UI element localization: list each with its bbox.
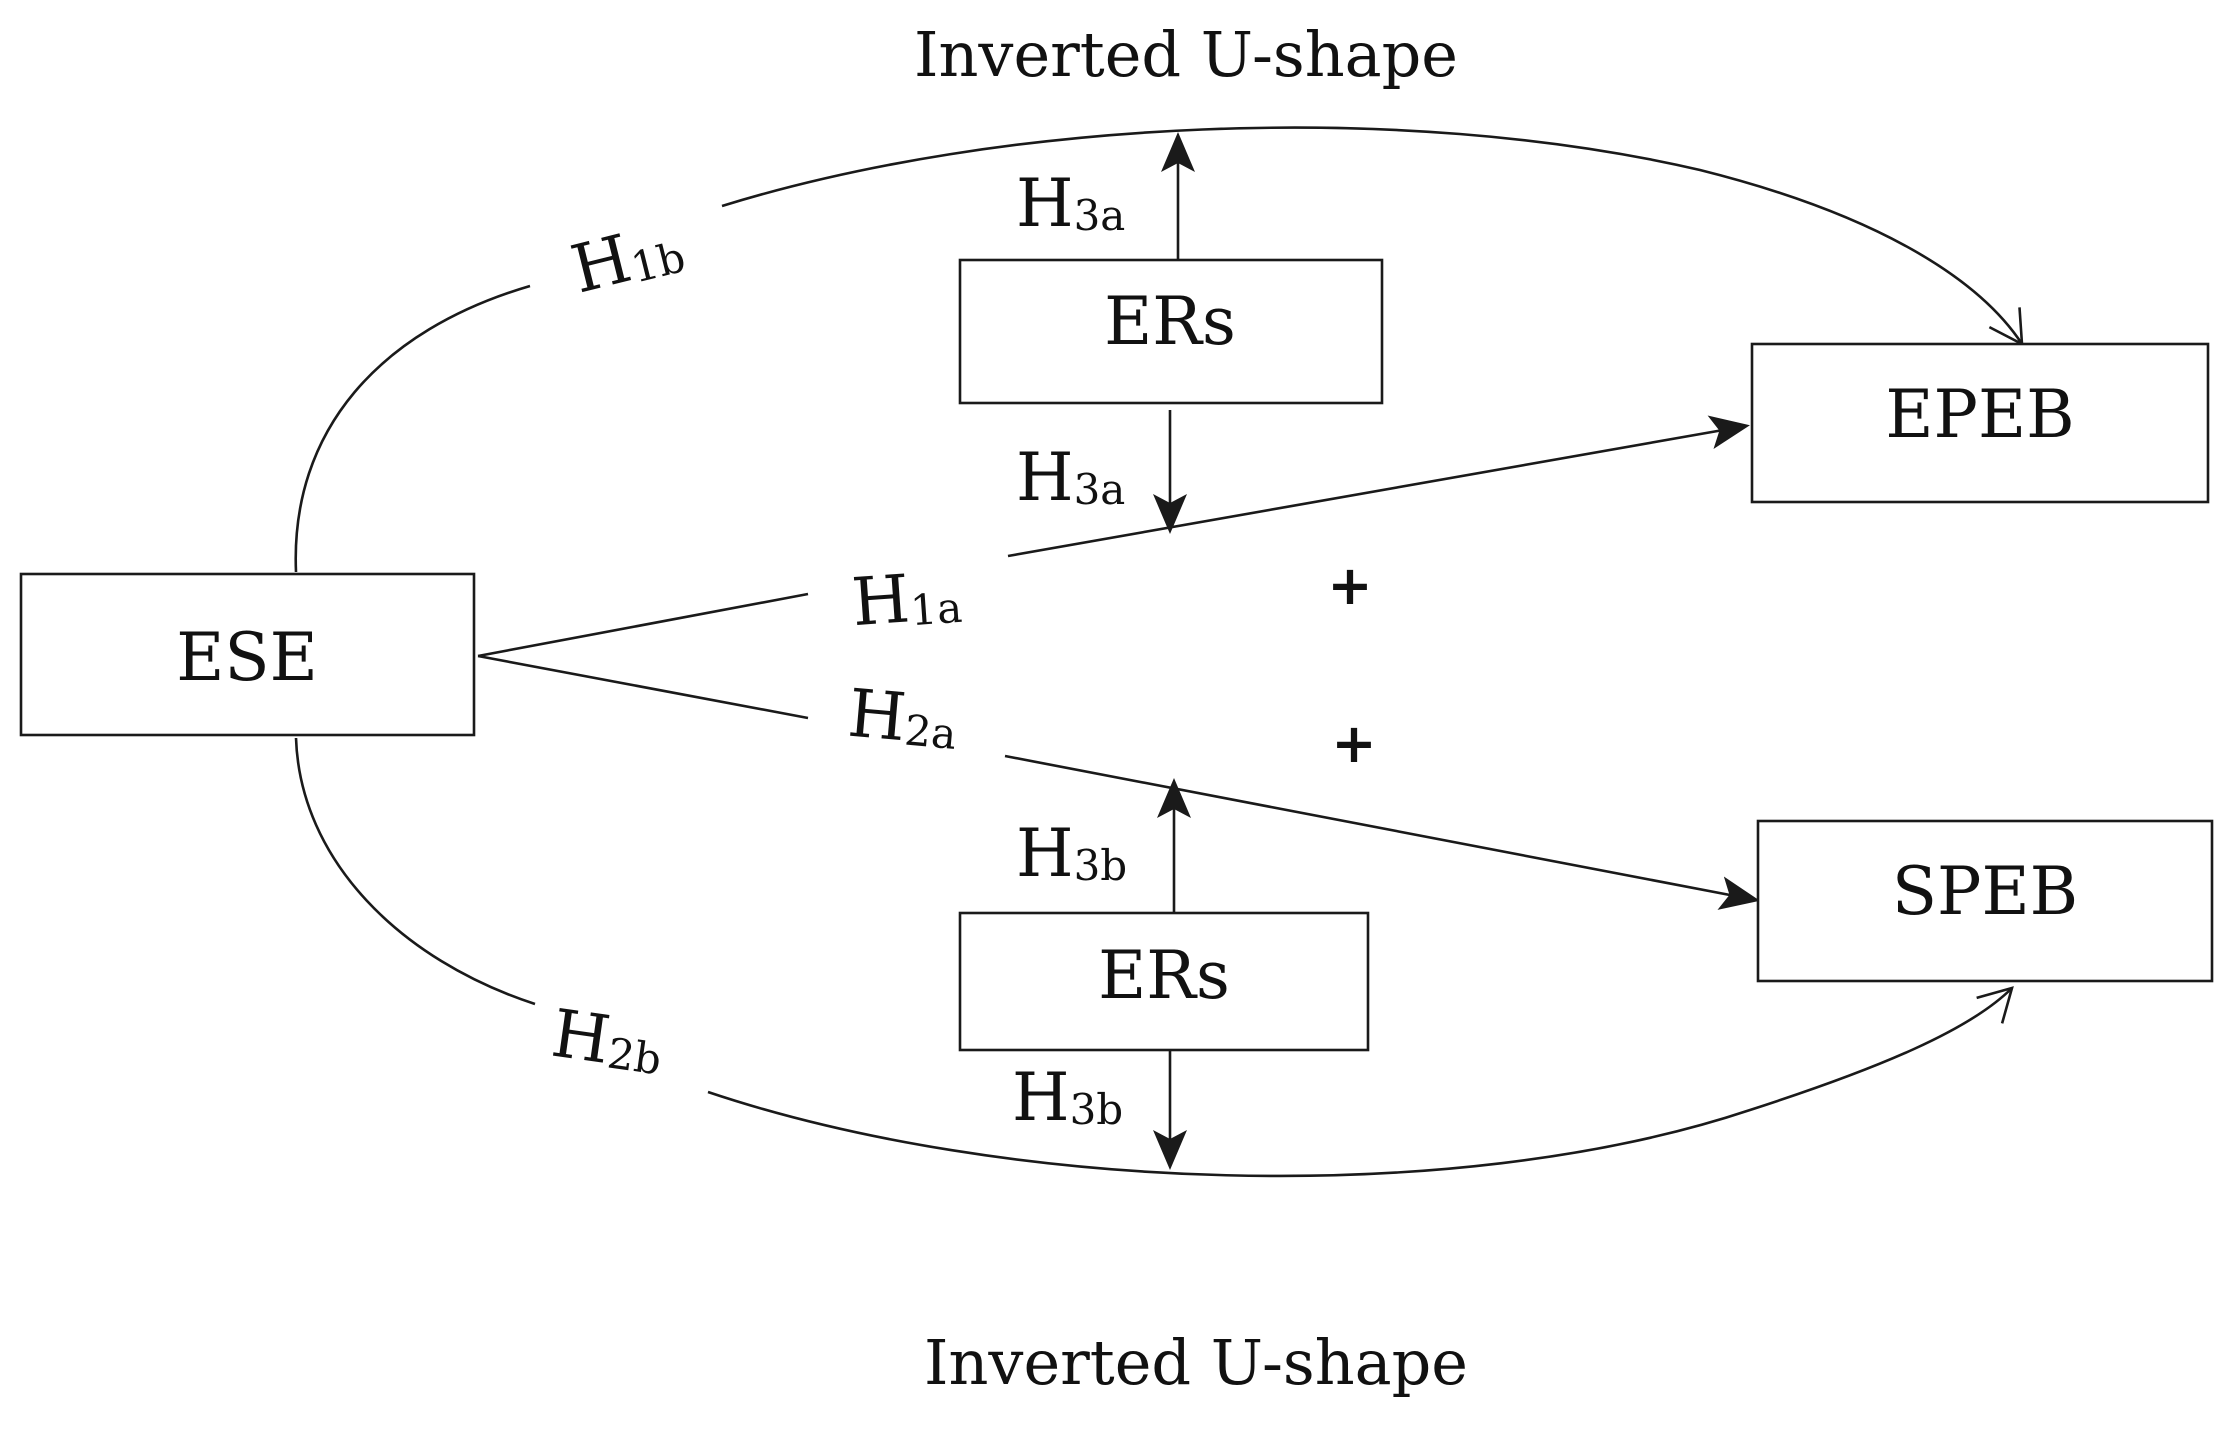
ese-box: ESE — [19, 572, 476, 737]
label-h3b-up: H3b — [1016, 815, 1127, 892]
label-h2a: H2a — [845, 675, 961, 761]
arc-h2b — [294, 737, 536, 1006]
arc-h1b — [294, 284, 531, 573]
epeb-box: EPEB — [1750, 342, 2210, 504]
arrow-h2a-left — [477, 654, 809, 720]
ers-top-label: ERs — [1104, 283, 1236, 360]
ers-bottom-label: ERs — [1098, 937, 1230, 1014]
sign-h2a: + — [1331, 712, 1376, 775]
arc-h2b-right — [707, 986, 2014, 1178]
label-h3a-up: H3a — [1016, 165, 1125, 242]
label-h2b: H2b — [547, 995, 668, 1087]
caption-top: Inverted U-shape — [914, 18, 1458, 91]
ers-box-bottom: ERs — [958, 911, 1370, 1052]
ers-box-top: ERs — [958, 258, 1384, 405]
arrow-h2a — [1004, 754, 1760, 910]
speb-label: SPEB — [1892, 853, 2078, 930]
caption-bottom: Inverted U-shape — [924, 1326, 1468, 1399]
label-h1a: H1a — [849, 557, 963, 641]
arrow-h1a-left — [477, 592, 809, 658]
speb-box: SPEB — [1756, 819, 2214, 983]
sign-h1a: + — [1327, 554, 1372, 617]
arrow-h1a — [1007, 415, 1750, 558]
label-h1b: H1b — [564, 207, 690, 309]
arc-h1b-right — [721, 126, 2024, 347]
ese-label: ESE — [176, 619, 318, 696]
label-h3a-down: H3a — [1016, 439, 1125, 516]
label-h3b-down: H3b — [1012, 1059, 1123, 1136]
epeb-label: EPEB — [1885, 376, 2074, 453]
